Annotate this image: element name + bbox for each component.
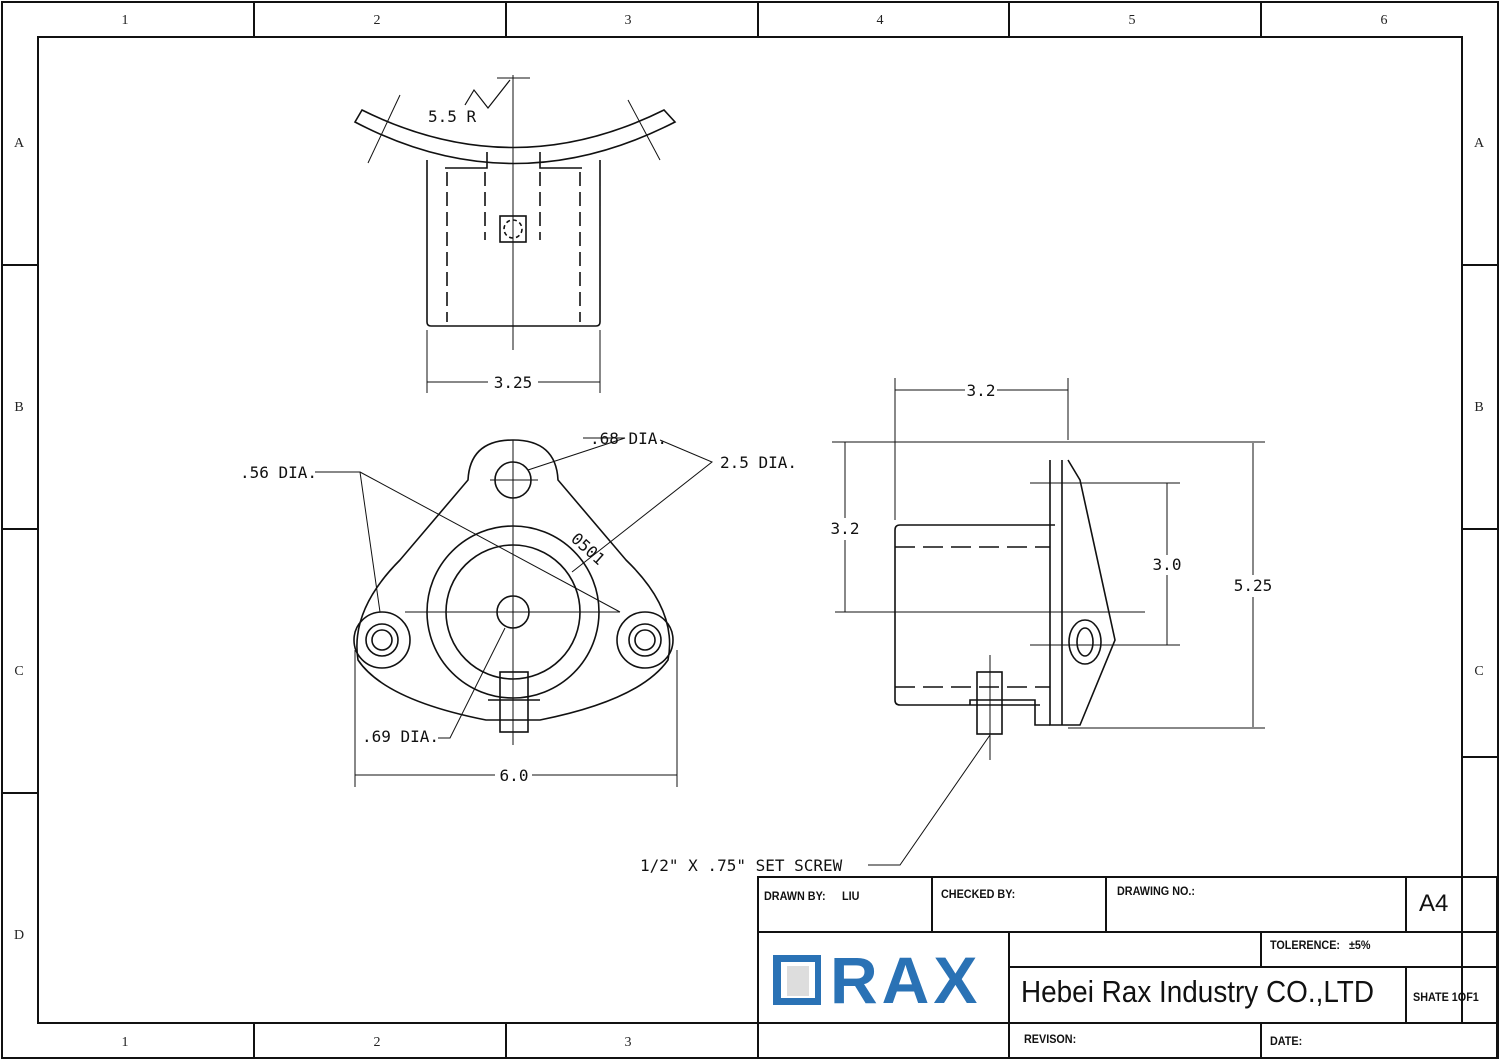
width-dimension: 3.25	[494, 373, 533, 392]
column-label: 1	[122, 13, 129, 28]
sheet-number: SHATE 1OF1	[1413, 990, 1479, 1004]
column-label: 6	[1381, 13, 1388, 28]
hole-spacing-dimension: 3.0	[1153, 555, 1182, 574]
row-label: A	[1474, 136, 1485, 151]
column-label: 1	[122, 1035, 129, 1050]
tolerance-label: TOLERENCE:	[1270, 938, 1341, 952]
row-label: C	[14, 664, 23, 679]
top-hole-label: .68 DIA.	[590, 429, 667, 448]
title-block	[757, 876, 1498, 1059]
set-screw-note: 1/2" X .75" SET SCREW	[640, 856, 843, 875]
drawn-by-value: LIU	[842, 889, 860, 903]
drawn-by-label: DRAWN BY:	[764, 889, 826, 903]
tolerance-value: ±5%	[1349, 938, 1371, 952]
row-label: D	[14, 928, 24, 943]
bore-label: 2.5 DIA.	[720, 453, 797, 472]
side-width-dimension: 3.2	[967, 381, 996, 400]
top-view	[353, 75, 677, 393]
column-label: 2	[374, 13, 381, 28]
side-view	[832, 378, 1265, 866]
row-label: B	[1474, 400, 1483, 415]
drawing-number-label: DRAWING NO.:	[1117, 884, 1196, 898]
flange-view	[315, 437, 713, 787]
side-height-dimension: 3.2	[831, 519, 860, 538]
column-label: 2	[374, 1035, 381, 1050]
sheet-size: A4	[1419, 890, 1449, 917]
row-label: B	[14, 400, 23, 415]
radius-label: 5.5 R	[428, 107, 477, 126]
column-label: 5	[1129, 13, 1136, 28]
bolt-hole-label: .56 DIA.	[240, 463, 317, 482]
row-label: A	[14, 136, 25, 151]
column-label: 3	[625, 13, 632, 28]
center-hole-label: .69 DIA.	[362, 727, 439, 746]
date-label: DATE:	[1270, 1034, 1303, 1048]
row-label: C	[1474, 664, 1483, 679]
column-label: 4	[877, 13, 884, 28]
overall-height-dimension: 5.25	[1234, 576, 1273, 595]
checked-by-label: CHECKED BY:	[941, 887, 1016, 901]
flange-width-dimension: 6.0	[500, 766, 529, 785]
part-number: 0501	[567, 529, 608, 569]
logo-text: RAX	[830, 943, 982, 1017]
rax-logo-mark	[773, 955, 821, 1005]
revision-label: REVISON:	[1024, 1032, 1077, 1046]
column-label: 3	[625, 1035, 632, 1050]
company-name: Hebei Rax Industry CO.,LTD	[1021, 974, 1375, 1009]
